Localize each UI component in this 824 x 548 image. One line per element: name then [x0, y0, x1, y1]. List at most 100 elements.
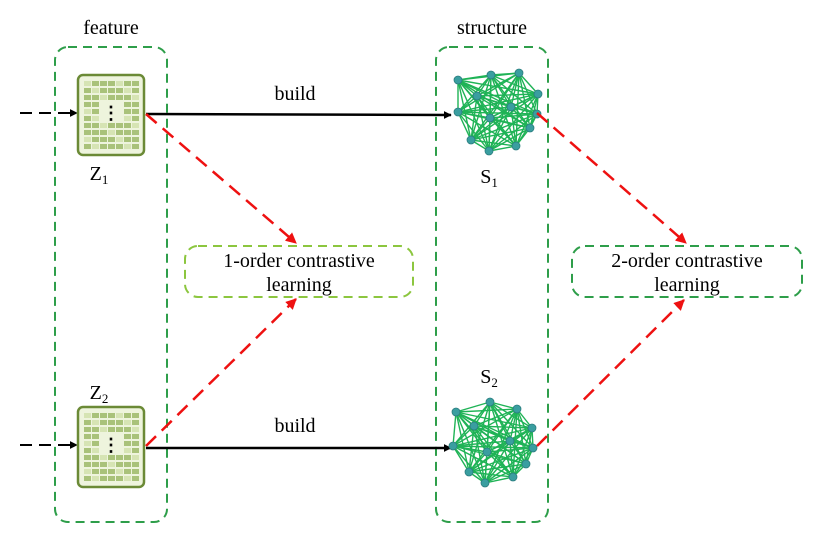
- matrix-cell: [92, 81, 99, 86]
- matrix-cell: [84, 102, 91, 107]
- matrix-cell: [84, 441, 91, 446]
- build-arrow-top: [145, 110, 452, 119]
- matrix-ellipsis: ⋮: [102, 435, 120, 455]
- structure-graph-s2: [448, 397, 538, 488]
- first-order-contrastive-box: [184, 245, 414, 298]
- matrix-cell: [92, 95, 99, 100]
- matrix-cell: [84, 95, 91, 100]
- matrix-cell: [132, 130, 139, 135]
- matrix-cell: [116, 476, 123, 481]
- matrix-cell: [84, 116, 91, 121]
- matrix-cell: [100, 469, 107, 474]
- matrix-cell: [132, 123, 139, 128]
- graph-node: [472, 91, 482, 101]
- graph-edge: [489, 401, 534, 449]
- matrix-cell: [92, 144, 99, 149]
- z2-label: Z2: [90, 382, 109, 406]
- graph-node: [448, 441, 458, 451]
- matrix-cell: [124, 448, 131, 453]
- structure-heading: structure: [457, 17, 527, 39]
- matrix-cell: [132, 420, 139, 425]
- graph-edge: [473, 425, 533, 429]
- matrix-cell: [132, 88, 139, 93]
- matrix-cell: [116, 413, 123, 418]
- matrix-cell: [108, 88, 115, 93]
- graph-edge: [518, 72, 538, 115]
- contrast-arrow-z2-to-first: [145, 298, 297, 447]
- graph-edge: [476, 95, 531, 129]
- matrix-cell: [92, 434, 99, 439]
- matrix-cell: [100, 123, 107, 128]
- graph-node: [514, 68, 524, 78]
- graph-edge: [515, 93, 539, 147]
- matrix-cell: [132, 462, 139, 467]
- matrix-cell: [92, 88, 99, 93]
- matrix-cell: [100, 413, 107, 418]
- matrix-cell: [108, 123, 115, 128]
- graph-edge: [518, 72, 539, 95]
- matrix-cell: [84, 109, 91, 114]
- graph-edge: [473, 401, 491, 427]
- build-label-bottom: build: [274, 415, 315, 437]
- matrix-cell: [132, 109, 139, 114]
- graph-edge: [452, 411, 457, 447]
- graph-edge: [490, 72, 520, 76]
- matrix-cell: [84, 81, 91, 86]
- graph-node: [453, 107, 463, 117]
- graph-node: [453, 75, 463, 85]
- s1-label: S1: [480, 166, 498, 190]
- matrix-cell: [124, 109, 131, 114]
- matrix-cell: [100, 137, 107, 142]
- matrix-cell: [92, 137, 99, 142]
- matrix-cell: [92, 469, 99, 474]
- first-order-label-line1: 1-order contrastive: [223, 250, 375, 272]
- matrix-cell: [100, 81, 107, 86]
- matrix-cell: [92, 462, 99, 467]
- matrix-cell: [84, 427, 91, 432]
- matrix-cell: [132, 413, 139, 418]
- graph-edge: [488, 145, 517, 152]
- matrix-cell: [92, 123, 99, 128]
- matrix-cell: [132, 455, 139, 460]
- graph-edge: [455, 411, 486, 484]
- graph-node: [484, 146, 494, 156]
- matrix-cell: [116, 130, 123, 135]
- graph-edge: [484, 440, 511, 484]
- graph-node: [464, 467, 474, 477]
- matrix-cell: [100, 420, 107, 425]
- matrix-cell: [84, 413, 91, 418]
- matrix-cell: [84, 448, 91, 453]
- graph-edge: [457, 111, 491, 119]
- matrix-cell: [124, 420, 131, 425]
- graph-edge: [470, 113, 538, 141]
- matrix-cell: [108, 137, 115, 142]
- matrix-cell: [124, 123, 131, 128]
- matrix-cell: [108, 476, 115, 481]
- matrix-cell: [116, 420, 123, 425]
- matrix-cell: [100, 476, 107, 481]
- graph-node: [528, 443, 538, 453]
- matrix-cell: [124, 137, 131, 142]
- matrix-cell: [108, 420, 115, 425]
- graph-edge: [509, 440, 527, 465]
- matrix-cell: [100, 144, 107, 149]
- graph-edge: [510, 106, 517, 147]
- matrix-cell: [92, 413, 99, 418]
- graph-node: [451, 407, 461, 417]
- matrix-cell: [132, 469, 139, 474]
- graph-edge: [468, 440, 511, 473]
- matrix-cell: [124, 427, 131, 432]
- matrix-cell: [124, 441, 131, 446]
- s2-label: S2: [480, 366, 498, 390]
- graph-edge: [476, 93, 539, 97]
- matrix-cell: [116, 81, 123, 86]
- graph-edge: [489, 401, 514, 478]
- matrix-cell: [92, 476, 99, 481]
- second-order-label-line1: 2-order contrastive: [611, 250, 763, 272]
- first-order-label-line2: learning: [266, 274, 332, 296]
- graph-edge: [488, 113, 538, 152]
- matrix-cell: [132, 144, 139, 149]
- graph-edge: [488, 117, 491, 152]
- matrix-cell: [92, 455, 99, 460]
- graph-edge: [457, 79, 538, 115]
